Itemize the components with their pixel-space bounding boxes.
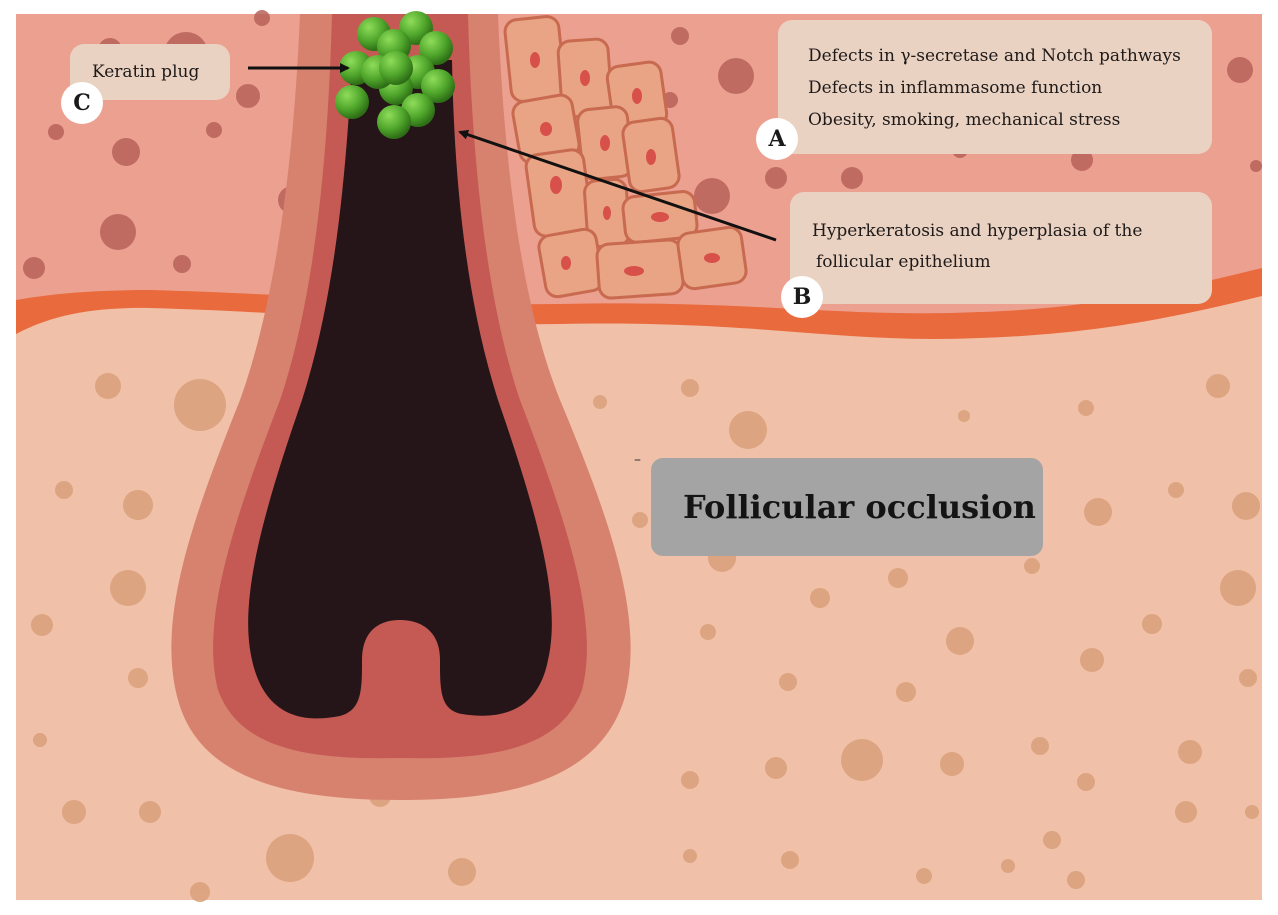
badge-c: C bbox=[61, 82, 103, 124]
badge-a: A bbox=[756, 118, 798, 160]
callout-b-line-1: Hyperkeratosis and hyperplasia of the bbox=[812, 221, 1143, 241]
callout-a-line-1: Defects in γ-secretase and Notch pathway… bbox=[808, 46, 1181, 66]
callout-b-hyperkeratosis: Hyperkeratosis and hyperplasia of the fo… bbox=[790, 192, 1212, 304]
callout-c-label: Keratin plug bbox=[92, 62, 200, 82]
callout-c-keratin-plug: Keratin plug bbox=[70, 44, 230, 100]
diagram-title: Follicular occlusion bbox=[651, 458, 1043, 556]
badge-b: B bbox=[781, 276, 823, 318]
follicle-lumen bbox=[248, 60, 552, 719]
callout-b-line-2: follicular epithelium bbox=[816, 252, 991, 272]
stray-dash-mark: – bbox=[634, 452, 641, 468]
callout-a-risk-factors: Defects in γ-secretase and Notch pathway… bbox=[778, 20, 1212, 154]
cell-nuclei bbox=[530, 52, 720, 276]
callout-a-line-3: Obesity, smoking, mechanical stress bbox=[808, 110, 1121, 130]
keratin-plug bbox=[335, 11, 455, 139]
arrow-hyperkeratosis bbox=[458, 129, 777, 242]
callout-a-line-2: Defects in inflammasome function bbox=[808, 78, 1103, 98]
basement-membrane-band bbox=[16, 268, 1262, 339]
